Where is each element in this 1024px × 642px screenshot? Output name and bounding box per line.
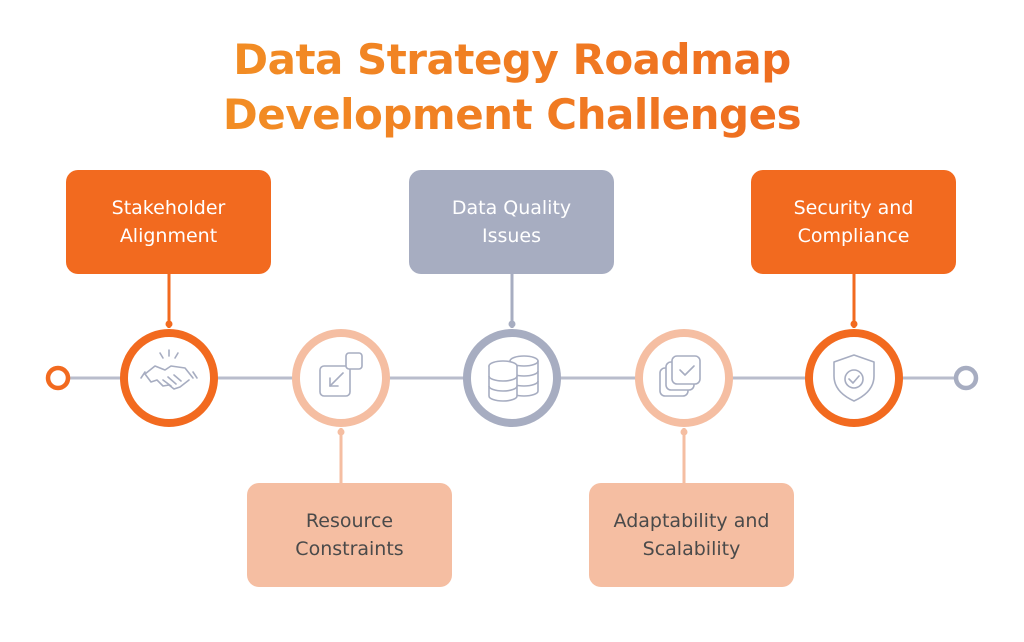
- callout-label-line-1: Adaptability and: [613, 510, 770, 532]
- timeline-end-point: [953, 365, 979, 391]
- layers-check-icon: [659, 355, 701, 397]
- callout-label-line-2: Constraints: [295, 538, 404, 560]
- callout-adaptability-scalability: Adaptability and Scalability: [589, 483, 794, 587]
- callout-label-line-1: Data Quality: [451, 197, 572, 219]
- handshake-icon: [140, 349, 198, 390]
- callout-label-line-1: Resource: [305, 510, 394, 532]
- page-title-line-2: Development Challenges: [0, 89, 1024, 141]
- callout-label-line-2: Scalability: [642, 538, 741, 560]
- callout-resource-constraints: Resource Constraints: [247, 483, 452, 587]
- resize-icon: [319, 352, 363, 397]
- database-icon: [488, 355, 539, 402]
- shield-check-icon: [833, 354, 875, 402]
- node-resource-constraints: [292, 329, 390, 427]
- callout-stakeholder-alignment: Stakeholder Alignment: [66, 170, 271, 274]
- callout-label-line-2: Compliance: [797, 225, 910, 247]
- callout-label-line-2: Alignment: [119, 225, 218, 247]
- callout-label-line-2: Issues: [481, 225, 542, 247]
- timeline-start-point: [45, 365, 71, 391]
- callout-data-quality-issues: Data Quality Issues: [409, 170, 614, 274]
- callout-label-line-1: Stakeholder: [111, 197, 226, 219]
- page-title-line-1: Data Strategy Roadmap: [0, 34, 1024, 86]
- node-security-compliance: [805, 329, 903, 427]
- callout-label-line-1: Security and: [793, 197, 914, 219]
- callout-security-compliance: Security and Compliance: [751, 170, 956, 274]
